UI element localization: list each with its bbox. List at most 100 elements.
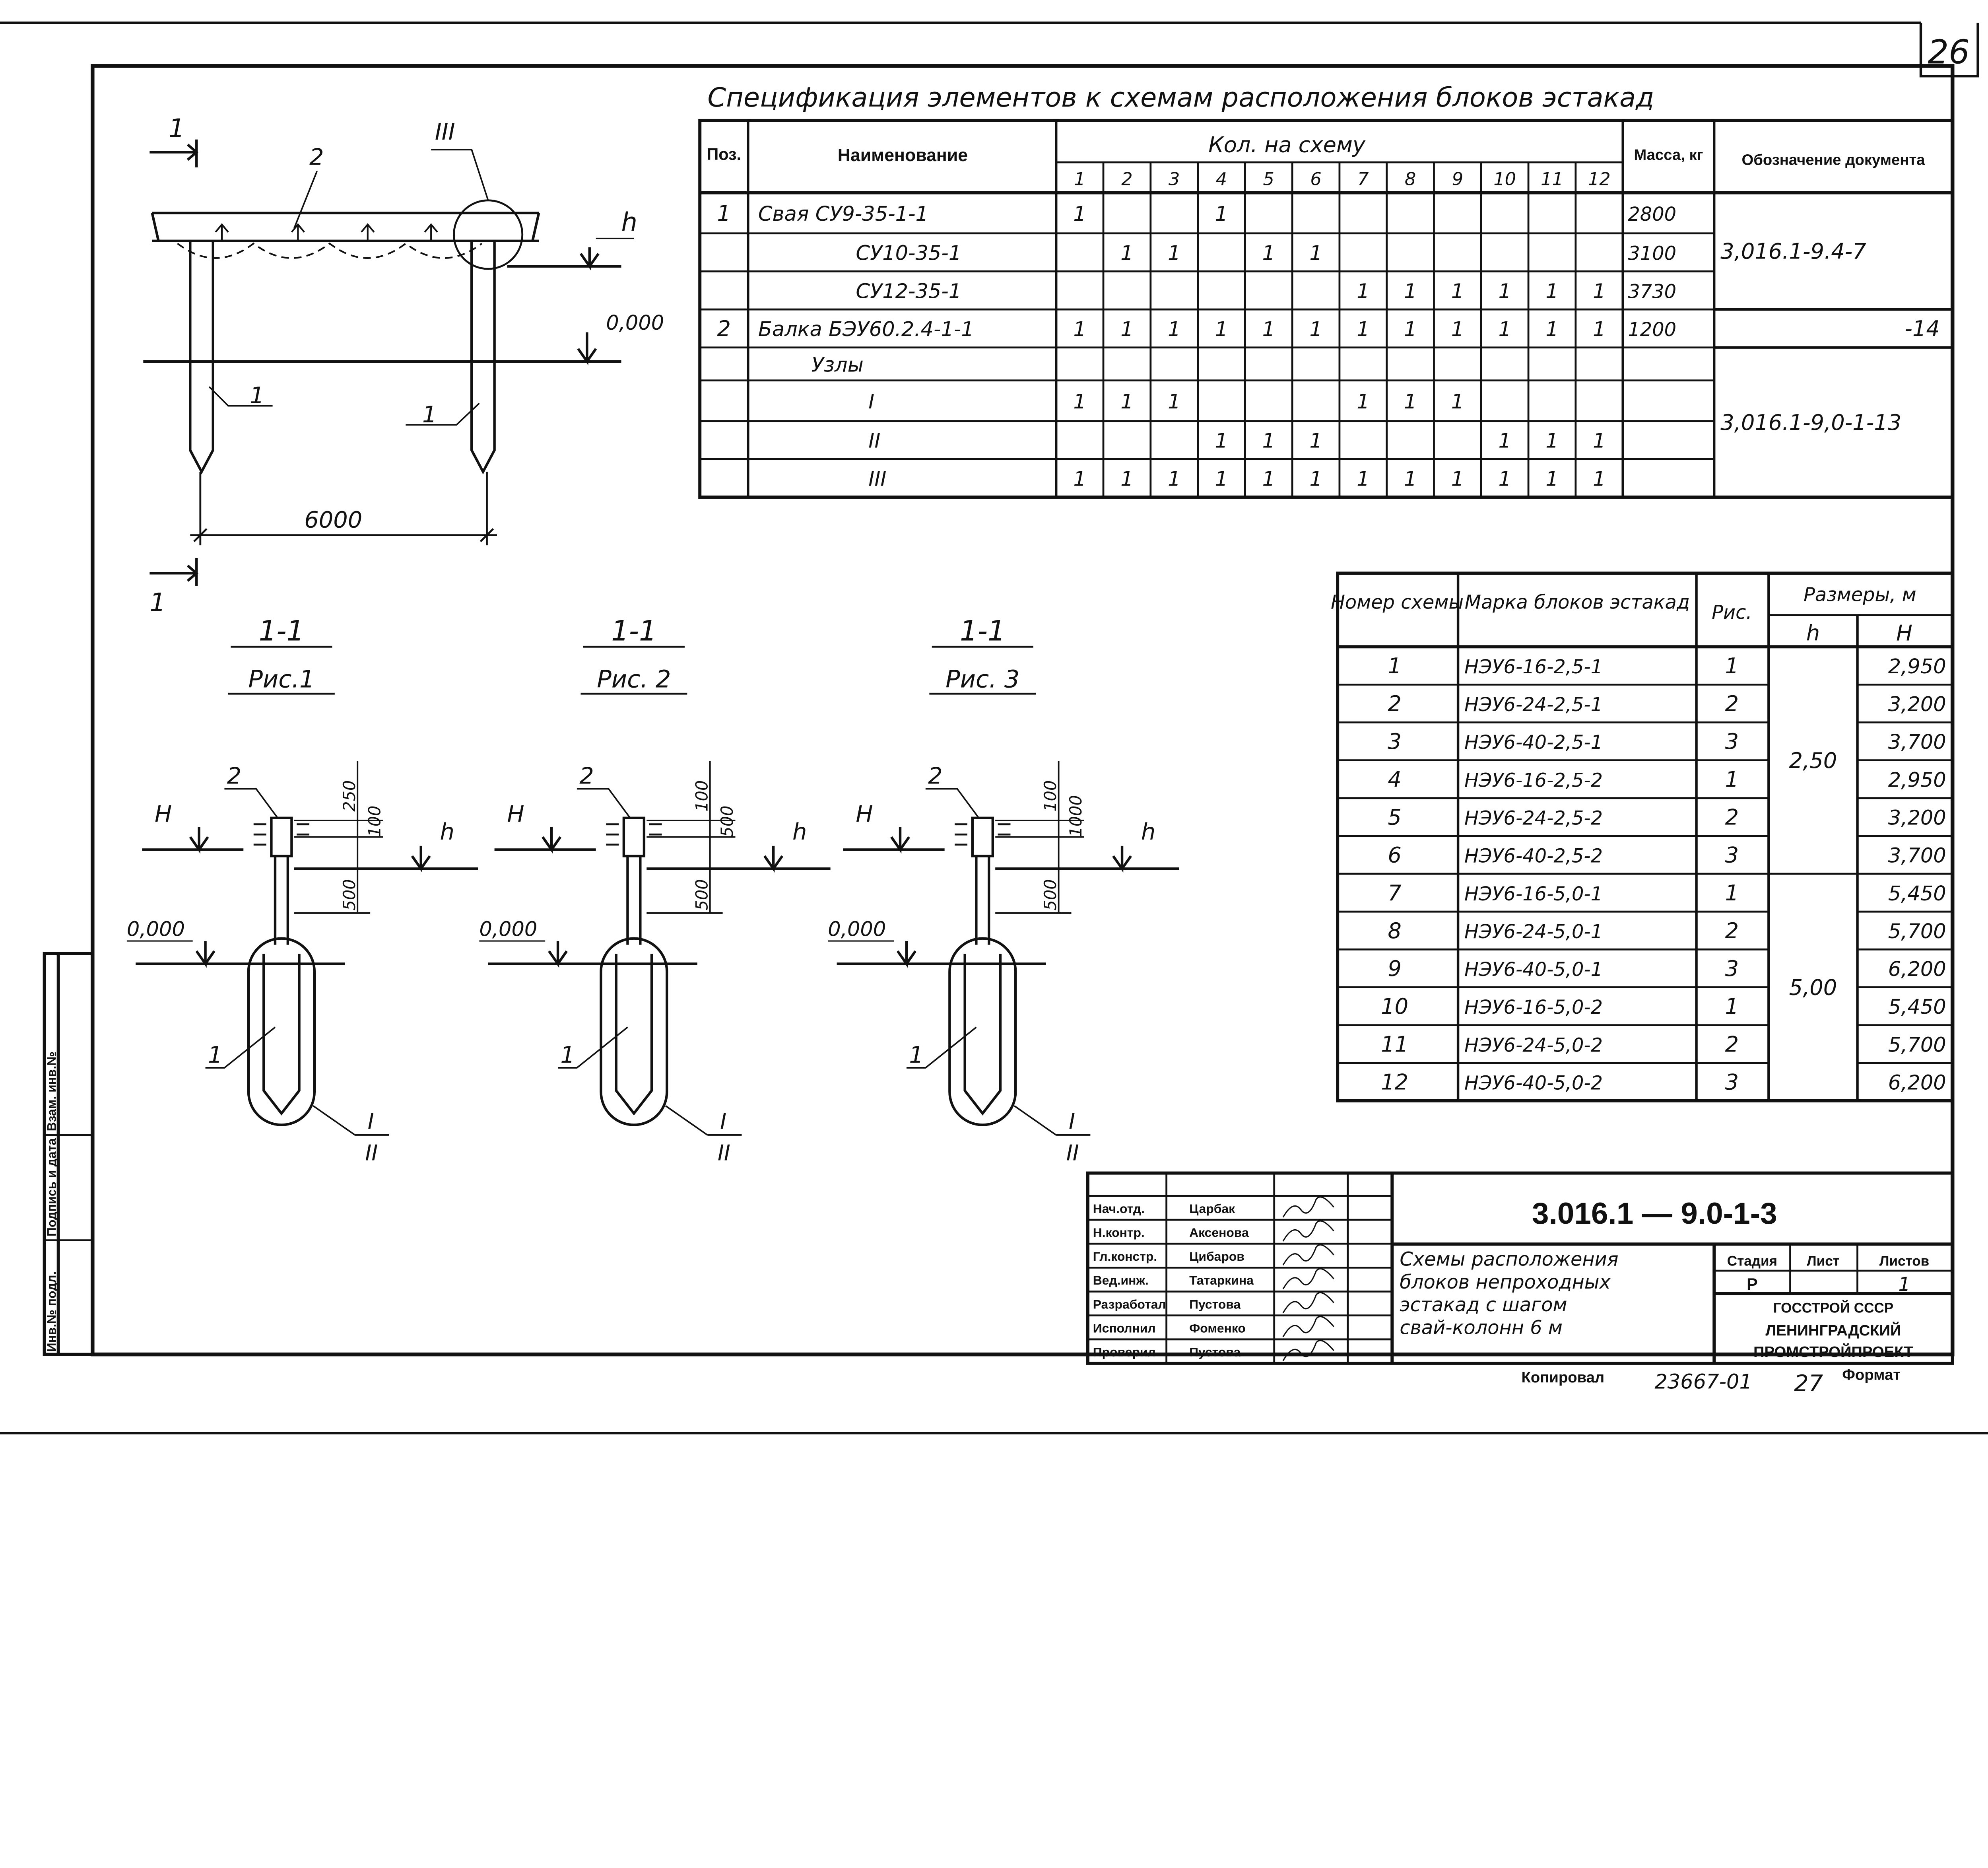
beam-arches <box>177 242 482 259</box>
cell-fig: 2 <box>1725 805 1739 830</box>
side-stamp: Инв.№ подл. Подпись и дата Взам. инв.№ <box>43 952 94 1356</box>
stamp-sign-date: Подпись и дата <box>44 1138 58 1236</box>
label-zero-level: 0,000 <box>828 917 886 941</box>
staff-role: Гл.констр. <box>1093 1249 1157 1263</box>
cell-name: СУ10-35-1 <box>856 242 961 265</box>
scheme-number-header: 4 <box>1216 169 1227 190</box>
span-dimension <box>190 472 497 546</box>
cell-qty: 1 <box>1404 280 1417 303</box>
label-node-b: II <box>365 1141 378 1166</box>
org-line-1: ГОССТРОЙ СССР <box>1773 1300 1893 1316</box>
leader <box>577 788 631 818</box>
leader <box>406 402 480 426</box>
header-name: Наименование <box>838 146 968 165</box>
section-mark-bottom: 1 <box>149 588 166 618</box>
leader <box>925 788 980 818</box>
cell-num: 2 <box>1388 691 1401 716</box>
cell-qty: 1 <box>1593 280 1606 303</box>
staff-role: Нач.отд. <box>1093 1201 1145 1216</box>
label-zero-level: 0,000 <box>606 311 664 335</box>
description-line-3: эстакад с шагом <box>1400 1294 1567 1316</box>
scheme-number-header: 10 <box>1493 169 1516 190</box>
sheet-number: 26 <box>1928 33 1969 71</box>
leader <box>313 1105 355 1136</box>
drawing-sheet: 26 Инв.№ подл. Подпись и дата Взам. инв.… <box>0 21 1988 1435</box>
cell-qty: 1 <box>1309 430 1322 453</box>
beam-stirrups <box>215 223 438 241</box>
cell-fig: 3 <box>1725 1069 1739 1094</box>
cell-name: I <box>868 390 874 414</box>
label-beam: 2 <box>579 763 594 789</box>
scheme-number-header: 2 <box>1121 169 1132 190</box>
header-doc: Обозначение документа <box>1742 152 1926 169</box>
label-H: H <box>856 801 873 827</box>
cell-qty: 1 <box>1215 318 1228 341</box>
cell-name: II <box>868 430 880 453</box>
cell-name: СУ12-35-1 <box>856 280 961 303</box>
table-row: Узлы <box>700 346 1714 377</box>
cell-qty: 1 <box>1120 242 1133 265</box>
cell-qty: 1 <box>1168 390 1180 414</box>
staff-name: Татаркина <box>1189 1273 1254 1287</box>
signature <box>1282 1316 1334 1337</box>
staff-name: Пустова <box>1189 1345 1241 1359</box>
cell-mark: НЭУ6-16-5,0-1 <box>1464 883 1603 905</box>
scheme-number-header: 11 <box>1541 169 1563 190</box>
scheme-number-header: 5 <box>1263 169 1274 190</box>
pile-tip <box>262 953 301 1116</box>
cell-qty: 1 <box>1404 318 1417 341</box>
dimension-value: 1000 <box>1066 795 1085 837</box>
cell-H: 3,700 <box>1888 844 1946 868</box>
dimension-value: 500 <box>340 879 359 910</box>
label-h: h <box>792 818 807 845</box>
section-title: 1-1 <box>960 614 1006 647</box>
column-head <box>622 816 646 857</box>
cell-mass: 1200 <box>1628 319 1676 341</box>
section-title: 1-1 <box>259 614 305 647</box>
cell-qty: 1 <box>1215 430 1228 453</box>
cell-H: 3,200 <box>1888 693 1946 716</box>
dimension-value: 500 <box>718 805 737 837</box>
cell-qty: 1 <box>1309 467 1322 491</box>
signature <box>1282 1268 1334 1289</box>
staff-row: Н.контр.Аксенова <box>1087 1219 1392 1242</box>
ground-level-line <box>143 332 621 365</box>
header-fig: Рис. <box>1712 602 1752 624</box>
cell-qty: 1 <box>1498 318 1511 341</box>
ground-level-line <box>837 941 1046 968</box>
dimension-lines <box>995 761 1084 914</box>
cell-qty: 1 <box>1404 467 1417 491</box>
ground-level-line <box>488 941 697 968</box>
cell-H: 2,950 <box>1888 655 1946 678</box>
signature <box>1282 1220 1334 1242</box>
figure-label: Рис. 3 <box>945 665 1019 693</box>
label-node-a: I <box>720 1109 726 1134</box>
label-zero-level: 0,000 <box>479 917 537 941</box>
dimension-value: 100 <box>365 805 384 837</box>
header-pos: Поз. <box>707 145 741 163</box>
cell-fig: 3 <box>1725 956 1739 981</box>
ground-level-line <box>136 941 345 968</box>
cell-qty: 1 <box>1498 430 1511 453</box>
staff-role: Вед.инж. <box>1093 1273 1149 1287</box>
label-node-a: I <box>368 1109 374 1134</box>
label-pile: 1 <box>560 1042 575 1068</box>
support-brackets <box>253 823 310 846</box>
cell-name: III <box>868 467 886 491</box>
cell-mark: НЭУ6-24-5,0-1 <box>1464 921 1603 943</box>
dimension-value: 500 <box>692 879 711 910</box>
cell-mark: НЭУ6-16-2,5-2 <box>1464 770 1603 791</box>
span-value: 6000 <box>304 507 362 533</box>
cell-qty: 1 <box>1120 318 1133 341</box>
figure-label: Рис. 2 <box>597 665 671 693</box>
sheet-number-box: 26 <box>1919 23 1979 78</box>
cell-qty: 1 <box>1357 390 1369 414</box>
